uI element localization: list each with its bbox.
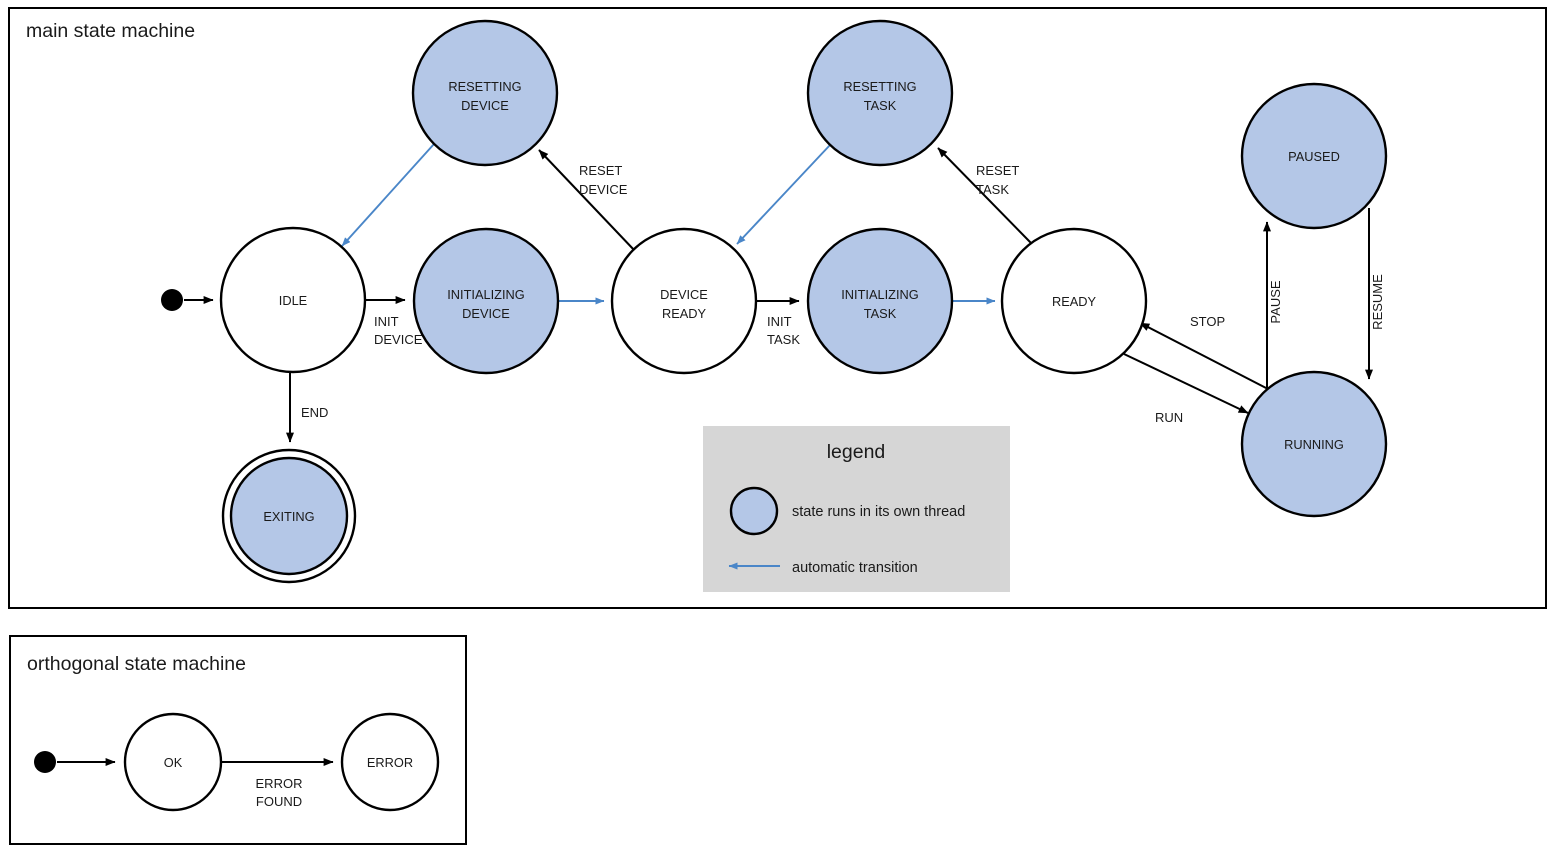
state-label-running: RUNNING	[1284, 437, 1344, 452]
orthogonal-transition-labels: ERROR FOUND	[256, 776, 303, 809]
state-circle-idle[interactable]	[219, 226, 367, 374]
state-node-resetting-device[interactable]: RESETTING DEVICE	[411, 19, 559, 167]
state-node-initializing-device[interactable]: INITIALIZING DEVICE	[412, 227, 560, 375]
state-circle-paused[interactable]	[1240, 82, 1388, 230]
state-node-initializing-task[interactable]: INITIALIZING TASK	[806, 227, 954, 375]
state-label-device-ready-line2: READY	[662, 306, 707, 321]
state-circle-initializing-device[interactable]	[412, 227, 560, 375]
edge-ready-to-resetting-task	[937, 147, 1032, 244]
state-node-exiting[interactable]: EXITING	[221, 448, 357, 584]
edge-label-reset-device-line2: DEVICE	[579, 182, 628, 197]
state-circle-ok[interactable]	[123, 712, 223, 812]
state-label-ready: READY	[1052, 294, 1097, 309]
state-label-initializing-task-line2: TASK	[864, 306, 897, 321]
edge-label-error-found-line1: ERROR	[256, 776, 303, 791]
edge-label-stop: STOP	[1190, 314, 1225, 329]
initial-pseudostate-orthogonal	[34, 751, 56, 773]
state-label-resetting-device-line1: RESETTING	[448, 79, 521, 94]
state-node-ready[interactable]: READY	[1000, 227, 1148, 375]
state-circle-running[interactable]	[1240, 370, 1388, 518]
state-node-error[interactable]: ERROR	[340, 712, 440, 812]
edge-label-init-task-line2: TASK	[767, 332, 800, 347]
state-node-resetting-task[interactable]: RESETTING TASK	[806, 19, 954, 167]
main-frame-title: main state machine	[26, 20, 195, 42]
edge-label-init-device-line2: DEVICE	[374, 332, 423, 347]
state-circle-error[interactable]	[340, 712, 440, 812]
state-label-resetting-task-line2: TASK	[864, 98, 897, 113]
legend-item-label-thread-state: state runs in its own thread	[792, 504, 965, 520]
state-node-running[interactable]: RUNNING	[1240, 370, 1388, 518]
state-label-initializing-device-line1: INITIALIZING	[447, 287, 525, 302]
state-node-paused[interactable]: PAUSED	[1240, 82, 1388, 230]
orthogonal-frame-title: orthogonal state machine	[27, 653, 246, 675]
legend-title: legend	[827, 441, 886, 463]
state-label-paused: PAUSED	[1288, 149, 1340, 164]
state-label-resetting-task-line1: RESETTING	[843, 79, 916, 94]
edge-label-init-task-line1: INIT	[767, 314, 792, 329]
state-label-resetting-device-line2: DEVICE	[461, 98, 509, 113]
state-circle-exiting[interactable]	[229, 456, 349, 576]
edge-running-to-ready	[1139, 322, 1269, 390]
edge-label-reset-device-line1: RESET	[579, 163, 622, 178]
state-circle-initializing-task[interactable]	[806, 227, 954, 375]
edge-label-resume: RESUME	[1370, 274, 1385, 330]
state-label-idle: IDLE	[279, 293, 307, 308]
initial-pseudostate-main	[161, 289, 183, 311]
edge-device-ready-to-resetting-device	[538, 149, 636, 252]
state-node-ok[interactable]: OK	[123, 712, 223, 812]
edge-label-init-device-line1: INIT	[374, 314, 399, 329]
legend-item-label-auto-transition: automatic transition	[792, 560, 918, 576]
state-circle-resetting-task[interactable]	[806, 19, 954, 167]
edge-label-error-found-line2: FOUND	[256, 794, 302, 809]
state-label-initializing-device-line2: DEVICE	[462, 306, 510, 321]
edge-label-reset-task-line2: TASK	[976, 182, 1009, 197]
edge-ready-to-running	[1123, 353, 1249, 414]
transition-labels: INIT DEVICE RESET DEVICE END INIT TASK R…	[301, 163, 1385, 425]
state-circle-device-ready[interactable]	[610, 227, 758, 375]
edge-label-reset-task-line1: RESET	[976, 163, 1019, 178]
state-circle-resetting-device[interactable]	[411, 19, 559, 167]
state-node-device-ready[interactable]: DEVICE READY	[610, 227, 758, 375]
edge-label-run: RUN	[1155, 410, 1183, 425]
legend: legend state runs in its own thread auto…	[703, 426, 1010, 592]
state-nodes: IDLE RESETTING DEVICE INITIALIZING DEVIC…	[161, 19, 1388, 584]
state-label-exiting: EXITING	[263, 509, 314, 524]
edge-label-end: END	[301, 405, 328, 420]
legend-thread-state-icon	[729, 486, 779, 536]
state-label-ok: OK	[164, 755, 183, 770]
final-state-outer-ring-exiting	[221, 448, 357, 584]
state-label-device-ready-line1: DEVICE	[660, 287, 708, 302]
state-label-initializing-task-line1: INITIALIZING	[841, 287, 919, 302]
state-circle-ready[interactable]	[1000, 227, 1148, 375]
edge-resetting-task-to-device-ready	[736, 144, 831, 245]
state-label-error: ERROR	[367, 755, 413, 770]
edge-label-pause: PAUSE	[1268, 280, 1283, 323]
edge-resetting-device-to-idle	[341, 143, 435, 247]
orthogonal-state-nodes: OK ERROR	[34, 712, 440, 812]
transition-edges	[184, 143, 1373, 443]
state-node-idle[interactable]: IDLE	[219, 226, 367, 374]
